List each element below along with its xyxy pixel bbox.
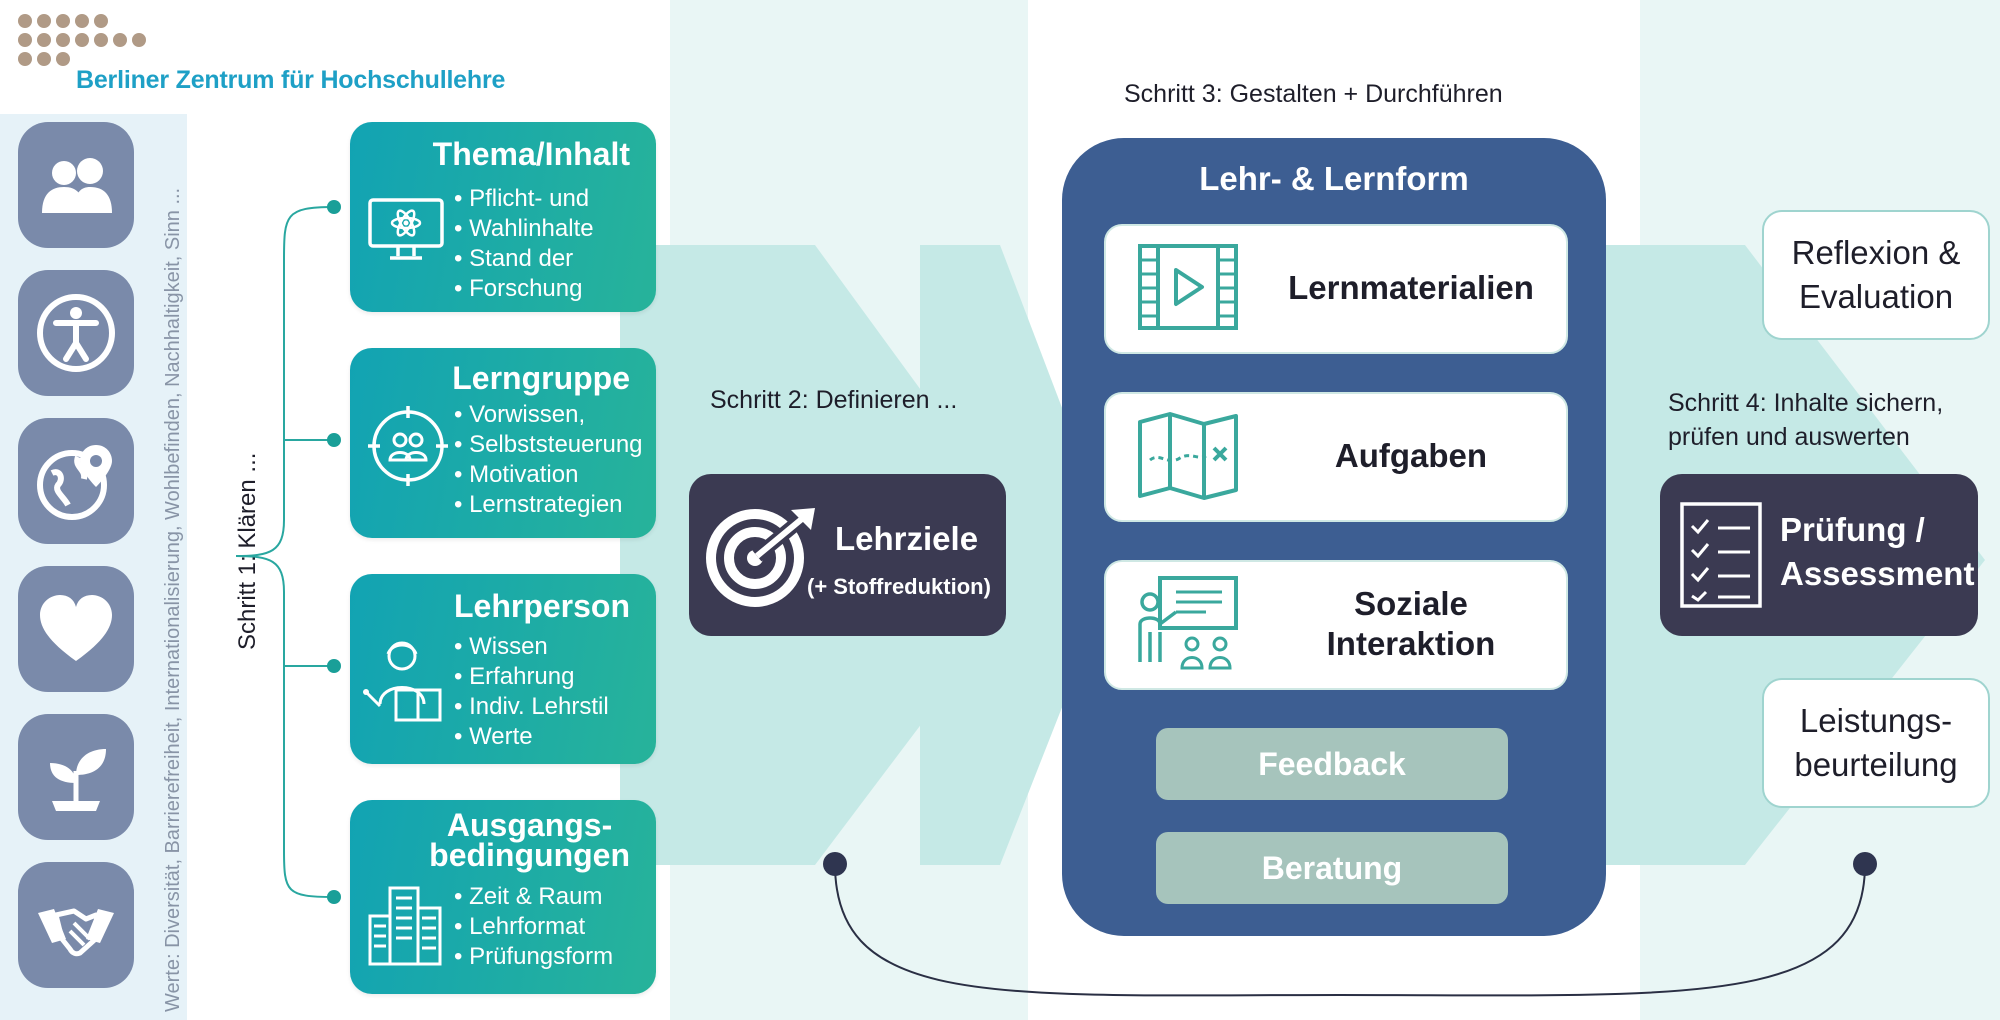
- step1-bracket-dot: [327, 433, 341, 447]
- accessibility-icon: [18, 270, 134, 396]
- list-item: Prüfungsform: [454, 942, 613, 972]
- feedback-loop-curve: [834, 863, 1866, 997]
- assessment-title: Prüfung / Assessment: [1780, 508, 1974, 596]
- list-item-continuation: Forschung: [469, 275, 583, 302]
- people-icon: [18, 122, 134, 248]
- list-item: Zeit & Raum: [454, 882, 613, 912]
- plant-icon: [18, 714, 134, 840]
- step1-bracket-dot: [327, 200, 341, 214]
- list-item: Stand der: [454, 244, 594, 274]
- card-label-line: Interaktion: [1326, 625, 1496, 662]
- grading-line: Leistungs-: [1799, 702, 1953, 739]
- teacher-icon: [363, 641, 442, 722]
- list-item: Erfahrung: [454, 662, 609, 692]
- list-item: Selbststeuerung: [454, 430, 642, 460]
- globe-location-icon: [18, 418, 134, 544]
- values-note: Werte: Diversität, Barrierefreiheit, Int…: [162, 187, 184, 1012]
- checklist-icon: [1680, 502, 1762, 608]
- input-card-thema: Thema/Inhalt Pflicht- und Wahlinhalte St…: [350, 122, 656, 312]
- card-label: Aufgaben: [1334, 437, 1488, 474]
- buildings-icon: [368, 886, 442, 966]
- list-item-continuation: Wahlinhalte: [469, 215, 594, 242]
- input-card-list: Zeit & Raum Lehrformat Prüfungsform: [454, 882, 613, 972]
- reflexion-line: Reflexion &: [1791, 234, 1961, 271]
- list-item: Wahlinhalte: [454, 214, 594, 244]
- input-card-title: Thema/Inhalt: [432, 136, 630, 172]
- card-label-line: Soziale: [1354, 585, 1468, 622]
- assessment-title-line: Assessment: [1780, 555, 1975, 592]
- card-label: Soziale Interaktion: [1256, 584, 1566, 664]
- input-card-title: Lerngruppe: [452, 360, 630, 396]
- list-item: Motivation: [454, 460, 643, 490]
- input-card-list: Pflicht- und Wahlinhalte Stand der Forsc…: [454, 184, 594, 304]
- org-name: Berliner Zentrum für Hochschullehre: [76, 66, 506, 94]
- step4-label-line: Schritt 4: Inhalte sichern,: [1668, 389, 1944, 417]
- flow-arrow-goal-to-center: [920, 245, 1120, 865]
- list-item: Forschung: [454, 274, 594, 304]
- goal-box: Lehrziele (+ Stoffreduktion): [689, 474, 1006, 636]
- list-item: Pflicht- und: [454, 184, 594, 214]
- monitor-atom-icon: [368, 198, 444, 260]
- input-card-lehrperson: Lehrperson Wissen Erfahrung Indiv. Lehrs…: [350, 574, 656, 764]
- input-card-lerngruppe: Lerngruppe Vorwissen, Selbststeuerung Mo…: [350, 348, 656, 538]
- target-arrow-icon: [706, 508, 815, 607]
- assessment-box: Prüfung / Assessment: [1660, 474, 1978, 636]
- card-soziale-interaktion: Soziale Interaktion: [1104, 560, 1568, 690]
- input-card-list: Wissen Erfahrung Indiv. Lehrstil Werte: [454, 632, 609, 752]
- input-card-ausgangsbedingungen: Ausgangs- bedingungen Zeit & Raum Lehrfo…: [350, 800, 656, 994]
- grading-box: Leistungs- beurteilung: [1762, 678, 1990, 808]
- feedback-loop-end-dot: [1853, 852, 1877, 876]
- list-item: Indiv. Lehrstil: [454, 692, 609, 722]
- pill-beratung: Beratung: [1156, 832, 1508, 904]
- input-card-title: Ausgangs- bedingungen: [429, 807, 630, 873]
- assessment-title-line: Prüfung /: [1780, 511, 1925, 548]
- film-play-icon: [1138, 244, 1238, 330]
- step1-label: Schritt 1: Klären ...: [234, 452, 261, 650]
- map-icon: [1138, 412, 1238, 500]
- card-lernmaterialien: Lernmaterialien: [1104, 224, 1568, 354]
- list-item: Lehrformat: [454, 912, 613, 942]
- step4-label-line: prüfen und auswerten: [1668, 423, 1910, 451]
- step2-label: Schritt 2: Definieren ...: [710, 386, 958, 414]
- heart-icon: [18, 566, 134, 692]
- card-aufgaben: Aufgaben: [1104, 392, 1568, 522]
- step1-bracket: [235, 206, 335, 898]
- input-card-title-line: bedingungen: [429, 837, 630, 873]
- pill-feedback: Feedback: [1156, 728, 1508, 800]
- input-card-title-line: Ausgangs-: [446, 807, 613, 843]
- input-card-list: Vorwissen, Selbststeuerung Motivation Le…: [454, 400, 643, 520]
- goal-title: Lehrziele: [835, 520, 979, 557]
- list-item: Lernstrategien: [454, 490, 643, 520]
- reflexion-evaluation-box: Reflexion & Evaluation: [1762, 210, 1990, 340]
- teaching-form-title: Lehr- & Lernform: [1199, 160, 1469, 197]
- step1-bracket-dot: [327, 659, 341, 673]
- presentation-icon: [1138, 576, 1238, 670]
- input-card-title: Lehrperson: [453, 588, 630, 624]
- goal-subtitle: (+ Stoffreduktion): [807, 574, 991, 599]
- list-item: Werte: [454, 722, 609, 752]
- step1-bracket-dot: [327, 890, 341, 904]
- feedback-loop-start-dot: [823, 852, 847, 876]
- step3-label: Schritt 3: Gestalten + Durchführen: [1124, 80, 1503, 108]
- handshake-icon: [18, 862, 134, 988]
- list-item: Vorwissen,: [454, 400, 643, 430]
- step4-label: Schritt 4: Inhalte sichern, prüfen und a…: [1668, 386, 1943, 454]
- teaching-form-panel: Lehr- & Lernform Lernmaterialien Aufgabe…: [1062, 138, 1606, 936]
- list-item: Wissen: [454, 632, 609, 662]
- card-label: Lernmaterialien: [1288, 269, 1534, 306]
- grading-line: beurteilung: [1794, 746, 1958, 783]
- target-group-icon: [368, 406, 448, 486]
- reflexion-line: Evaluation: [1798, 278, 1954, 315]
